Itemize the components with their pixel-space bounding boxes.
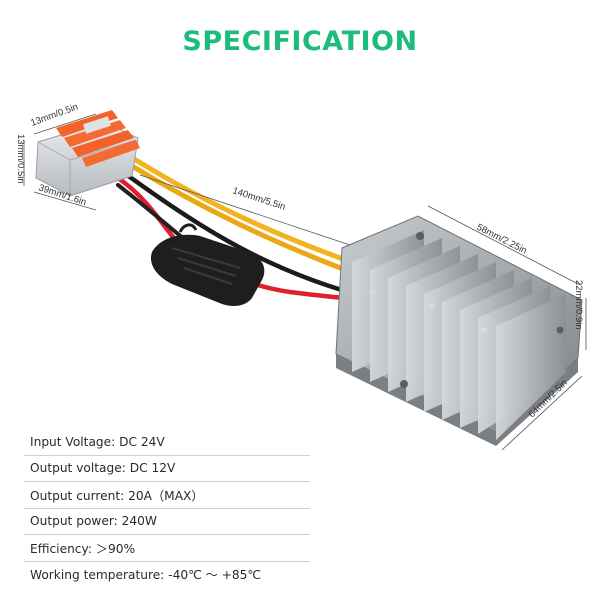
connector-height-label: 13mm/0.5in	[15, 134, 26, 184]
fuse-holder	[150, 223, 265, 306]
black-wire	[117, 167, 373, 301]
spec-output-voltage: Output voltage: DC 12V	[24, 456, 310, 482]
yellow-wire-2	[119, 157, 381, 285]
module-height-label: 22mm/0.9in	[573, 280, 584, 330]
converter-module	[335, 215, 583, 446]
spec-output-current: Output current: 20A（MAX）	[24, 482, 310, 509]
spec-list: Input Voltage: DC 24V Output voltage: DC…	[24, 429, 310, 587]
lever-connectors	[35, 110, 140, 197]
orange-levers	[56, 110, 140, 167]
page-title: SPECIFICATION	[182, 26, 418, 57]
spec-output-power: Output power: 240W	[24, 509, 310, 535]
yellow-wire	[117, 147, 383, 275]
spec-efficiency: Efficiency: ＞90%	[24, 535, 310, 562]
heatsink-fins	[352, 230, 566, 440]
spec-input-voltage: Input Voltage: DC 24V	[24, 429, 310, 456]
cable-length-label: 140mm/5.5in	[231, 185, 287, 212]
spec-working-temperature: Working temperature: -40℃ ～ +85℃	[30, 568, 262, 583]
dimension-lines	[23, 113, 587, 451]
